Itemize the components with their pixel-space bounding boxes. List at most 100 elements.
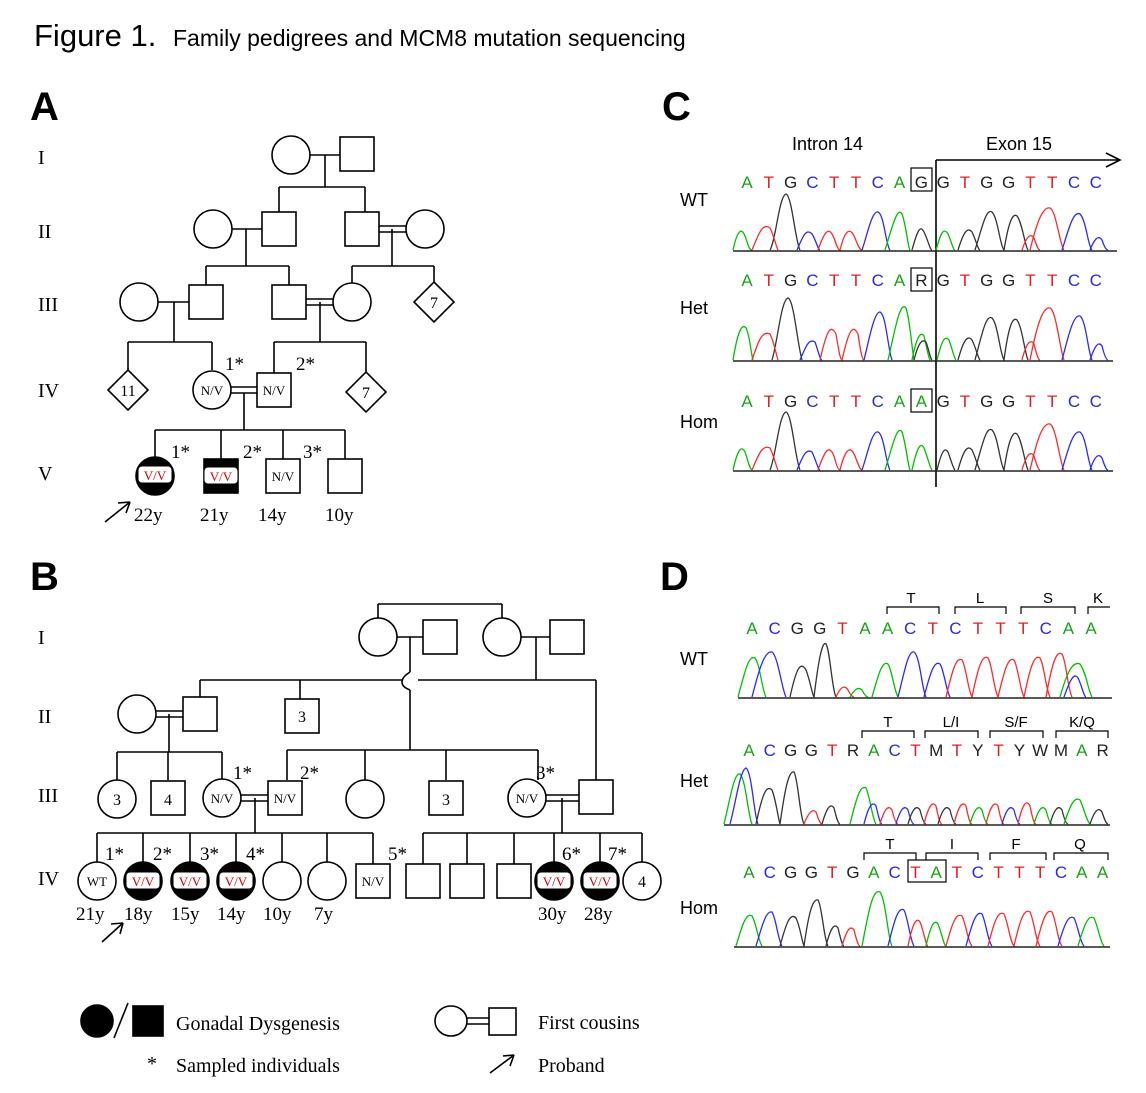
base-letter: A	[1063, 619, 1075, 638]
sample-id: 1*	[233, 763, 252, 784]
base-letter: T	[993, 863, 1003, 882]
age-label: 30y	[538, 904, 567, 925]
base-letter: C	[972, 863, 984, 882]
base-letter: G	[1002, 173, 1015, 192]
genotype-label: V/V	[132, 874, 155, 889]
base-letter: G	[784, 173, 797, 192]
trace-hom-c	[732, 411, 1109, 472]
base-letter: G	[980, 173, 993, 192]
base-letter: M	[929, 741, 943, 760]
codon-label: T	[883, 714, 892, 731]
base-letter: C	[1090, 173, 1102, 192]
base-letter: A	[894, 271, 906, 290]
base-letter: A	[743, 741, 755, 760]
base-letter: T	[995, 619, 1005, 638]
legend-sampled-label: Sampled individuals	[176, 1055, 340, 1077]
base-letter: T	[1025, 173, 1035, 192]
trace-het-d	[723, 767, 1109, 825]
gen-label-iii: III	[38, 294, 58, 316]
base-letter: G	[813, 619, 826, 638]
base-letter: A	[746, 619, 758, 638]
base-letter: T	[764, 271, 774, 290]
base-letter: T	[928, 619, 938, 638]
legend-cousin-male-icon	[488, 1007, 517, 1036]
base-letter: T	[1047, 271, 1057, 290]
base-letter: M	[1054, 741, 1068, 760]
sample-id: 1*	[225, 354, 244, 375]
base-letter: T	[1025, 271, 1035, 290]
genotype-label: V/V	[179, 874, 202, 889]
base-letter: C	[872, 173, 884, 192]
row-label: Het	[680, 771, 708, 791]
base-letter: T	[973, 619, 983, 638]
sample-id: 2*	[243, 442, 262, 463]
row-label: WT	[680, 190, 708, 210]
genotype-label: N/V	[263, 383, 286, 398]
legend-affected-female-icon	[80, 1004, 114, 1038]
trace-hom-d	[735, 891, 1105, 949]
variant-box	[910, 267, 933, 292]
gen-label-v: V	[38, 463, 53, 485]
genotype-label: N/V	[274, 791, 297, 806]
count-label: 3	[442, 792, 450, 809]
row-label: Hom	[680, 412, 718, 432]
base-letter: A	[859, 619, 871, 638]
sample-id: 3*	[536, 763, 555, 784]
age-label: 18y	[124, 904, 153, 925]
base-letter: T	[851, 271, 861, 290]
base-letter: C	[768, 619, 780, 638]
genotype-label: N/V	[201, 383, 224, 398]
base-letter: A	[1076, 741, 1088, 760]
base-letter: G	[1002, 392, 1015, 411]
base-letter: C	[949, 619, 961, 638]
base-letter: T	[764, 173, 774, 192]
genotype-label: V/V	[543, 874, 566, 889]
base-letter: G	[980, 271, 993, 290]
base-letter: G	[784, 863, 797, 882]
base-letter: G	[980, 392, 993, 411]
base-letter: C	[806, 173, 818, 192]
count-label: 11	[120, 383, 135, 400]
genotype-label: N/V	[211, 791, 234, 806]
base-letter: C	[888, 863, 900, 882]
base-letter: A	[743, 863, 755, 882]
figure-number: Figure 1.	[34, 18, 156, 53]
base-letter: G	[937, 173, 950, 192]
base-letter: C	[1090, 392, 1102, 411]
genotype-label: N/V	[362, 874, 385, 889]
base-letter: G	[784, 392, 797, 411]
base-letter: T	[851, 173, 861, 192]
count-label: 3	[298, 709, 306, 726]
age-label: 10y	[263, 904, 292, 925]
base-letter: A	[741, 173, 753, 192]
base-letter: G	[1002, 271, 1015, 290]
proband-arrow-icon	[104, 501, 131, 523]
base-letter: A	[741, 271, 753, 290]
base-letter: A	[931, 863, 943, 882]
gen-label-ii: II	[38, 221, 51, 243]
codon-label: T	[906, 590, 915, 607]
legend-cousin-female-icon	[434, 1005, 468, 1037]
sample-id: 5*	[388, 844, 407, 865]
base-letter: C	[764, 741, 776, 760]
base-letter: T	[960, 392, 970, 411]
base-letter: T	[764, 392, 774, 411]
panel-label-a: A	[30, 85, 59, 129]
ped-a-i1-female	[271, 135, 311, 175]
sample-id: 3*	[303, 442, 322, 463]
age-label: 7y	[314, 904, 334, 925]
base-letter: C	[806, 271, 818, 290]
pedigree-a-generations: I II III IV V	[38, 147, 60, 485]
gen-label-i: I	[38, 627, 45, 649]
codon-brackets	[886, 606, 1110, 614]
age-label: 15y	[171, 904, 200, 925]
genotype-label: V/V	[210, 469, 233, 484]
base-letter: C	[1090, 271, 1102, 290]
codon-brackets	[861, 730, 1109, 738]
